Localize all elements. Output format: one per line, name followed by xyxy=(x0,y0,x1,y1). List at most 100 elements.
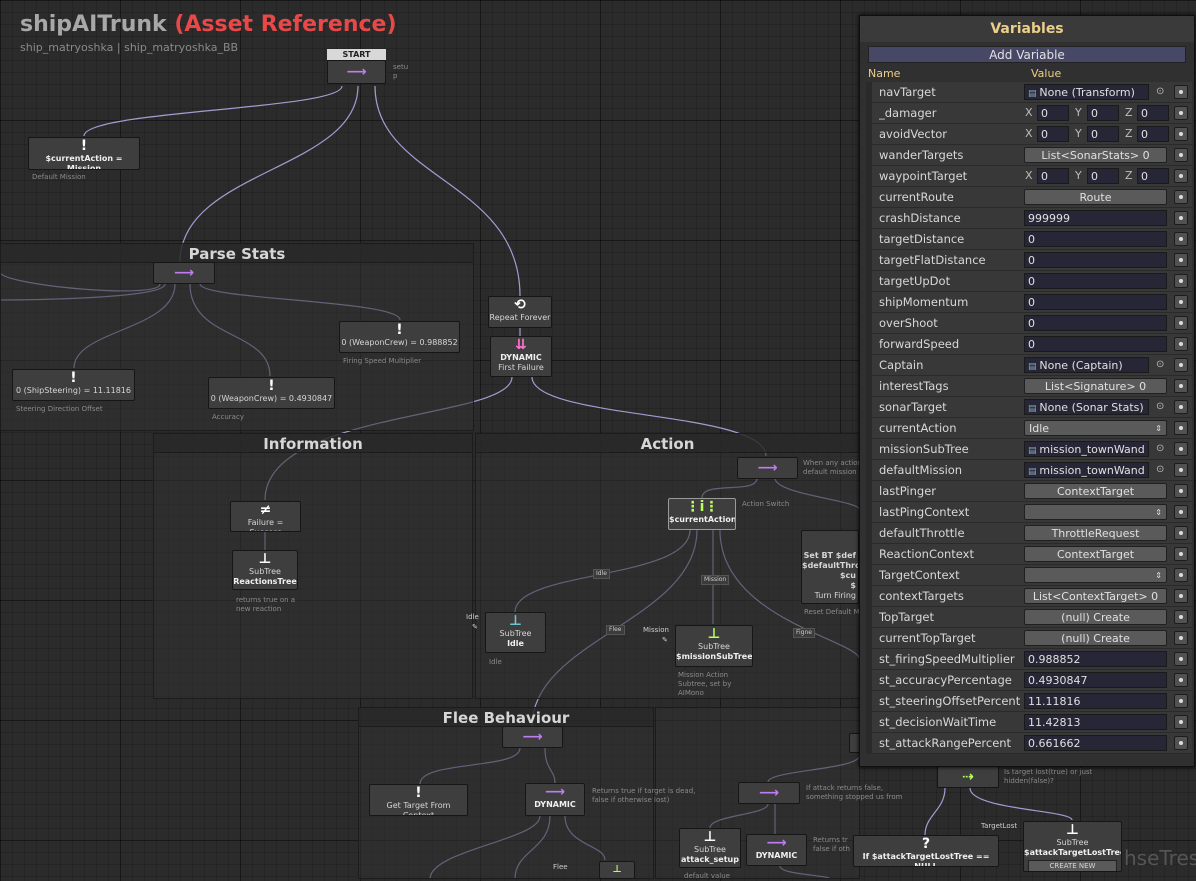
attack-lost-condition-node[interactable]: ? If $attackTargetLostTree == NULL xyxy=(853,835,999,867)
drag-handle[interactable] xyxy=(866,628,872,648)
value-field[interactable]: 0 xyxy=(1024,336,1167,352)
add-variable-button[interactable]: Add Variable xyxy=(868,46,1186,63)
variable-options-button[interactable] xyxy=(1174,295,1188,309)
drag-handle[interactable] xyxy=(866,166,872,186)
object-picker-icon[interactable]: ⊙ xyxy=(1156,359,1165,370)
ship-steering-node[interactable]: ! 0 (ShipSteering) = 11.11816 xyxy=(12,369,135,401)
value-field[interactable]: 0 xyxy=(1024,252,1167,268)
flee-child-node[interactable]: ⊥ xyxy=(599,861,635,879)
vector-x-field[interactable]: 0 xyxy=(1037,168,1069,184)
drag-handle[interactable] xyxy=(866,397,872,417)
value-field[interactable]: 0.4930847 xyxy=(1024,672,1167,688)
variable-options-button[interactable] xyxy=(1174,526,1188,540)
value-field[interactable]: 0.988852 xyxy=(1024,651,1167,667)
value-button[interactable]: List<ContextTarget> 0 xyxy=(1024,588,1167,604)
drag-handle[interactable] xyxy=(866,670,872,690)
variable-options-button[interactable] xyxy=(1174,274,1188,288)
variable-options-button[interactable] xyxy=(1174,253,1188,267)
vector-z-field[interactable]: 0 xyxy=(1137,168,1169,184)
drag-handle[interactable] xyxy=(866,691,872,711)
value-field[interactable]: 0.661662 xyxy=(1024,735,1167,751)
variable-row[interactable]: sonarTarget▤ None (Sonar Stats)⊙ xyxy=(866,397,1192,418)
vector-y-field[interactable]: 0 xyxy=(1087,126,1119,142)
dropdown-select[interactable]: Idle⇕ xyxy=(1024,420,1167,436)
drag-handle[interactable] xyxy=(866,208,872,228)
variables-panel[interactable]: Variables Add Variable Name Value navTar… xyxy=(859,15,1195,767)
value-button[interactable]: ContextTarget xyxy=(1024,483,1167,499)
variable-options-button[interactable] xyxy=(1174,148,1188,162)
parse-stats-sequence-node[interactable]: ⟶ xyxy=(153,262,215,284)
variable-row[interactable]: missionSubTree▤ mission_townWand⊙ xyxy=(866,439,1192,460)
drag-handle[interactable] xyxy=(866,82,872,102)
value-button[interactable]: ThrottleRequest xyxy=(1024,525,1167,541)
mission-subtree-node[interactable]: ⊥ SubTree $missionSubTree xyxy=(675,625,753,667)
flee-sequence-node[interactable]: ⟶ xyxy=(502,726,563,748)
drag-handle[interactable] xyxy=(866,502,872,522)
dropdown-select[interactable]: ⇕ xyxy=(1024,504,1167,520)
drag-handle[interactable] xyxy=(866,250,872,270)
drag-handle[interactable] xyxy=(866,271,872,291)
variable-options-button[interactable] xyxy=(1174,379,1188,393)
attack-dynamic-node[interactable]: ⟶ DYNAMIC xyxy=(746,834,807,866)
value-button[interactable]: Route xyxy=(1024,189,1167,205)
drag-handle[interactable] xyxy=(866,124,872,144)
variable-options-button[interactable] xyxy=(1174,715,1188,729)
variable-options-button[interactable] xyxy=(1174,85,1188,99)
variable-options-button[interactable] xyxy=(1174,442,1188,456)
object-field[interactable]: ▤ None (Sonar Stats) xyxy=(1024,399,1149,415)
start-node[interactable]: ⟶ xyxy=(327,60,386,84)
target-lost-selector-node[interactable]: ⇢ xyxy=(937,766,999,788)
action-sequence-node[interactable]: ⟶ xyxy=(737,457,798,479)
idle-subtree-node[interactable]: ⊥ SubTree Idle xyxy=(485,612,546,653)
variable-options-button[interactable] xyxy=(1174,190,1188,204)
drag-handle[interactable] xyxy=(866,229,872,249)
variable-row[interactable]: lastPingContext⇕ xyxy=(866,502,1192,523)
drag-handle[interactable] xyxy=(866,712,872,732)
variable-row[interactable]: navTarget▤ None (Transform)⊙ xyxy=(866,82,1192,103)
drag-handle[interactable] xyxy=(866,460,872,480)
failure-success-node[interactable]: ≠ Failure = Success xyxy=(230,501,301,532)
object-field[interactable]: ▤ None (Captain) xyxy=(1024,357,1149,373)
attack-lost-subtree-node[interactable]: ⊥ SubTree $attackTargetLostTree CREATE N… xyxy=(1023,821,1122,872)
drag-handle[interactable] xyxy=(866,523,872,543)
drag-handle[interactable] xyxy=(866,355,872,375)
value-field[interactable]: 0 xyxy=(1024,273,1167,289)
variable-options-button[interactable] xyxy=(1174,169,1188,183)
dynamic-first-failure-node[interactable]: ⇊ DYNAMIC First Failure xyxy=(490,336,552,377)
object-picker-icon[interactable]: ⊙ xyxy=(1156,443,1165,454)
drag-handle[interactable] xyxy=(866,418,872,438)
drag-handle[interactable] xyxy=(866,649,872,669)
create-new-button[interactable]: CREATE NEW xyxy=(1028,860,1117,871)
variable-options-button[interactable] xyxy=(1174,568,1188,582)
drag-handle[interactable] xyxy=(866,103,872,123)
variable-options-button[interactable] xyxy=(1174,400,1188,414)
object-field[interactable]: ▤ mission_townWand xyxy=(1024,462,1149,478)
variable-row[interactable]: TopTarget(null) Create xyxy=(866,607,1192,628)
value-field[interactable]: 0 xyxy=(1024,231,1167,247)
repeat-forever-node[interactable]: ⟲ Repeat Forever xyxy=(488,296,552,328)
vector-x-field[interactable]: 0 xyxy=(1037,126,1069,142)
variable-options-button[interactable] xyxy=(1174,736,1188,750)
variable-row[interactable]: TargetContext⇕ xyxy=(866,565,1192,586)
variable-options-button[interactable] xyxy=(1174,547,1188,561)
object-picker-icon[interactable]: ⊙ xyxy=(1156,401,1165,412)
group-information[interactable]: Information xyxy=(153,433,473,699)
variable-row[interactable]: Captain▤ None (Captain)⊙ xyxy=(866,355,1192,376)
variable-options-button[interactable] xyxy=(1174,463,1188,477)
current-action-switch-node[interactable]: ⋮i⋮ $currentAction xyxy=(668,498,736,530)
